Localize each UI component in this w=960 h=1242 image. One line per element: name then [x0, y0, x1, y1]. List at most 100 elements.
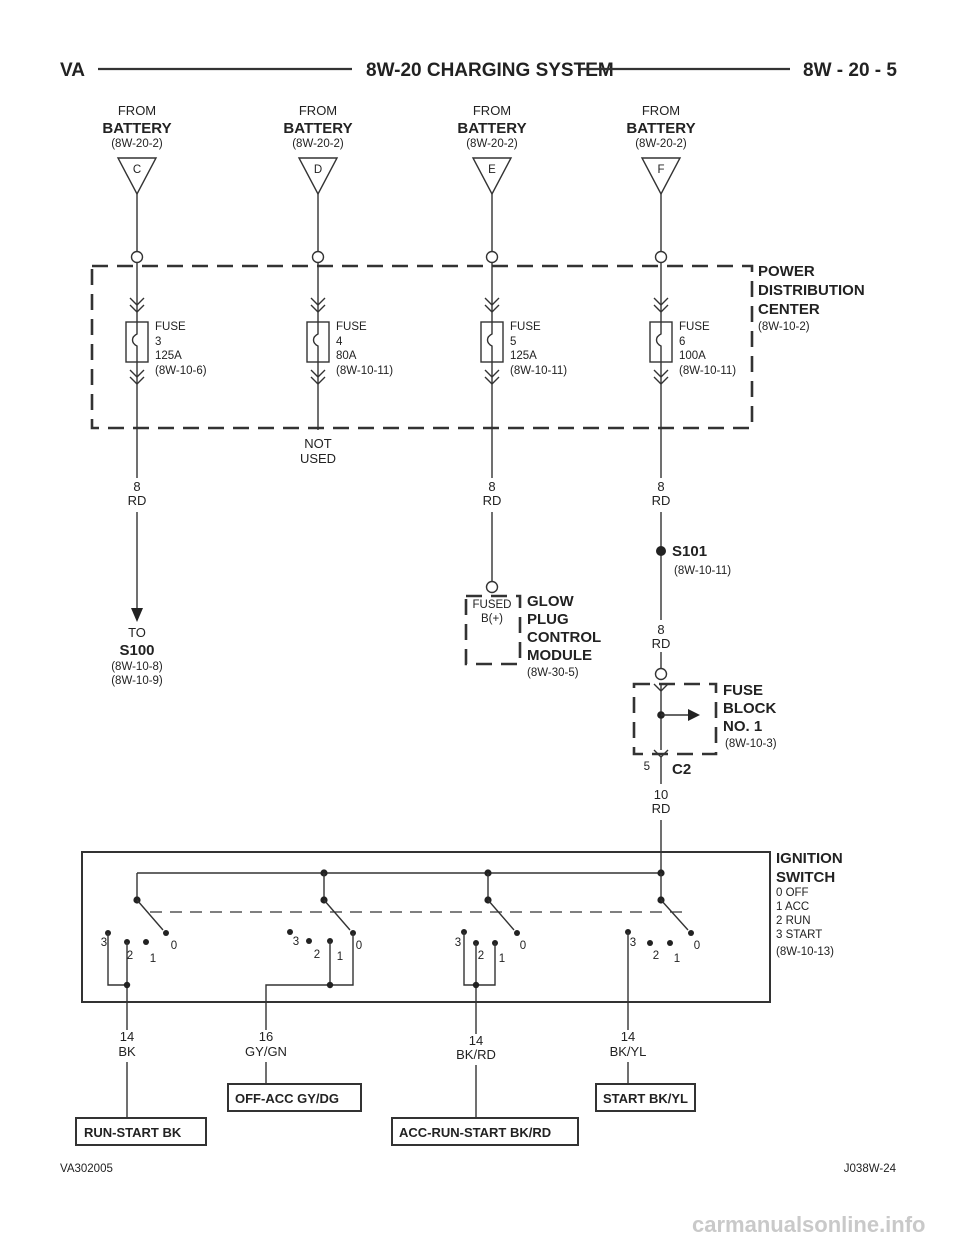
ignition-section-2: 3 2 1 0	[265, 873, 362, 1002]
source-e: FROM BATTERY (8W-20-2) E	[457, 103, 527, 196]
svg-text:FROM: FROM	[299, 103, 337, 118]
svg-text:S100: S100	[119, 642, 154, 659]
svg-text:(8W-20-2): (8W-20-2)	[466, 138, 518, 150]
svg-text:3 START: 3 START	[776, 929, 822, 941]
svg-text:125A: 125A	[155, 350, 182, 362]
svg-text:0 OFF: 0 OFF	[776, 887, 809, 899]
svg-text:B(+): B(+)	[481, 613, 503, 625]
svg-text:OFF-ACC GY/DG: OFF-ACC GY/DG	[235, 1091, 339, 1106]
svg-text:(8W-10-3): (8W-10-3)	[725, 738, 777, 750]
connector-triangle-d	[297, 157, 339, 196]
svg-text:BATTERY: BATTERY	[626, 120, 695, 137]
svg-text:(8W-20-2): (8W-20-2)	[111, 138, 163, 150]
svg-text:6: 6	[679, 336, 685, 348]
svg-text:CENTER: CENTER	[758, 301, 820, 318]
output-start: START BK/YL	[595, 1083, 696, 1112]
source-d: FROM BATTERY (8W-20-2) D	[283, 103, 353, 196]
svg-text:2 RUN: 2 RUN	[776, 915, 811, 927]
svg-text:2: 2	[478, 950, 484, 962]
svg-text:IGNITION: IGNITION	[776, 850, 843, 867]
svg-text:0: 0	[356, 940, 362, 952]
svg-text:RUN-START BK: RUN-START BK	[84, 1125, 182, 1140]
arrow-down-icon	[131, 608, 143, 622]
svg-text:DISTRIBUTION: DISTRIBUTION	[758, 282, 865, 299]
svg-text:0: 0	[171, 940, 177, 952]
svg-text:POWER: POWER	[758, 263, 815, 280]
svg-text:80A: 80A	[336, 350, 357, 362]
svg-text:NO. 1: NO. 1	[723, 718, 762, 735]
svg-text:E: E	[488, 164, 496, 176]
svg-text:3: 3	[455, 937, 461, 949]
svg-text:10: 10	[654, 787, 668, 802]
svg-text:C2: C2	[672, 761, 691, 778]
svg-text:D: D	[314, 164, 322, 176]
page-header: VA 8W-20 CHARGING SYSTEM 8W - 20 - 5	[60, 60, 897, 81]
svg-text:(8W-10-6): (8W-10-6)	[155, 365, 207, 377]
svg-text:1: 1	[499, 953, 505, 965]
svg-text:RD: RD	[483, 493, 502, 508]
ignition-switch: IGNITION SWITCH 0 OFF 1 ACC 2 RUN 3 STAR…	[81, 850, 843, 1003]
watermark: carmanualsonline.info	[692, 1212, 926, 1237]
svg-text:(8W-10-8): (8W-10-8)	[111, 661, 163, 673]
svg-text:MODULE: MODULE	[527, 647, 592, 664]
svg-text:2: 2	[127, 950, 133, 962]
svg-text:(8W-20-2): (8W-20-2)	[635, 138, 687, 150]
output-run-start: RUN-START BK	[75, 1117, 207, 1146]
svg-text:BATTERY: BATTERY	[457, 120, 526, 137]
fuse-block-no-1: FUSE BLOCK NO. 1 (8W-10-3) 5 C2 10 RD	[632, 682, 777, 852]
svg-text:1: 1	[150, 953, 156, 965]
svg-text:(8W-10-11): (8W-10-11)	[674, 565, 731, 577]
svg-text:FUSE: FUSE	[336, 321, 367, 333]
ignition-section-3: 3 2 1 0	[455, 873, 526, 1002]
power-distribution-center: POWER DISTRIBUTION CENTER (8W-10-2)	[90, 263, 865, 430]
svg-text:14: 14	[469, 1033, 483, 1048]
splice-dot	[656, 546, 666, 556]
svg-text:S101: S101	[672, 543, 707, 560]
fuse-5: FUSE 5 125A (8W-10-11)	[480, 262, 567, 428]
svg-text:3: 3	[630, 937, 636, 949]
svg-text:TO: TO	[128, 625, 146, 640]
output-wires: 14 BK 16 GY/GN 14 BK/RD 14 BK/YL	[118, 1002, 646, 1118]
output-acc-run-start: ACC-RUN-START BK/RD	[391, 1117, 579, 1146]
svg-text:FUSE: FUSE	[679, 321, 710, 333]
svg-text:2: 2	[314, 949, 320, 961]
splice-s101-path: 8 RD S101 (8W-10-11) 8 RD	[652, 428, 731, 681]
svg-text:8: 8	[133, 479, 140, 494]
svg-text:(8W-10-11): (8W-10-11)	[336, 365, 393, 377]
svg-text:1 ACC: 1 ACC	[776, 901, 809, 913]
svg-text:2: 2	[653, 950, 659, 962]
svg-text:(8W-30-5): (8W-30-5)	[527, 667, 579, 679]
fuse-4: FUSE 4 80A (8W-10-11)	[306, 262, 393, 430]
svg-text:GLOW: GLOW	[527, 593, 574, 610]
header-left: VA	[60, 60, 85, 81]
glow-plug-control-module: 8 RD FUSED B(+) GLOW PLUG CONTROL MODULE…	[464, 428, 601, 679]
svg-text:100A: 100A	[679, 350, 706, 362]
svg-text:5: 5	[510, 336, 516, 348]
svg-text:FUSED: FUSED	[473, 599, 512, 611]
svg-text:BATTERY: BATTERY	[283, 120, 352, 137]
svg-text:5: 5	[644, 761, 650, 773]
svg-text:USED: USED	[300, 451, 336, 466]
svg-text:(8W-10-13): (8W-10-13)	[776, 946, 834, 958]
svg-text:RD: RD	[128, 493, 147, 508]
svg-text:RD: RD	[652, 801, 671, 816]
svg-text:8: 8	[657, 479, 664, 494]
svg-text:CONTROL: CONTROL	[527, 629, 601, 646]
header-page-number: 8W - 20 - 5	[803, 60, 897, 81]
svg-text:ACC-RUN-START BK/RD: ACC-RUN-START BK/RD	[399, 1125, 551, 1140]
header-title: 8W-20 CHARGING SYSTEM	[366, 60, 614, 81]
footer-right-id: J038W-24	[844, 1163, 897, 1175]
svg-text:FROM: FROM	[642, 103, 680, 118]
wire-to-s100: 8 RD TO S100 (8W-10-8) (8W-10-9)	[111, 428, 163, 687]
svg-text:BLOCK: BLOCK	[723, 700, 776, 717]
svg-text:F: F	[657, 164, 664, 176]
connector-triangle-f	[640, 157, 682, 196]
footer-left-id: VA302005	[60, 1163, 113, 1175]
svg-text:16: 16	[259, 1029, 273, 1044]
svg-text:0: 0	[520, 940, 526, 952]
arrow-right-icon	[688, 709, 700, 721]
connector-triangle-c	[116, 157, 158, 196]
svg-text:8: 8	[488, 479, 495, 494]
svg-text:GY/GN: GY/GN	[245, 1044, 287, 1059]
svg-text:BK: BK	[118, 1044, 136, 1059]
